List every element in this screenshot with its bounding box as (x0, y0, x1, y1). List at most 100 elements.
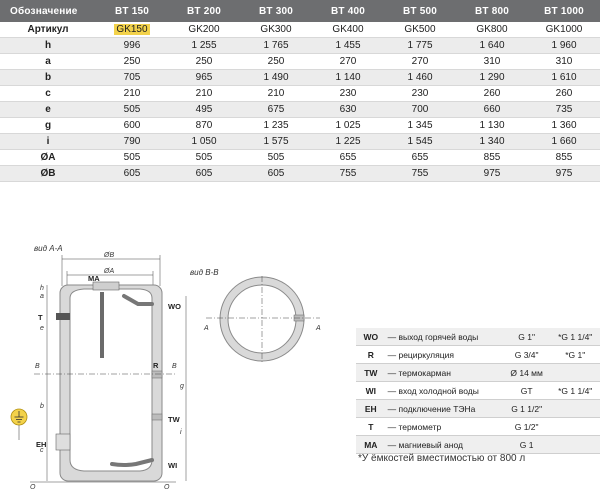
table-cell: 270 (312, 53, 384, 70)
highlighted-article: GK150 (114, 24, 150, 35)
header-model-4: BT 500 (384, 0, 456, 22)
table-cell: 975 (528, 165, 600, 182)
section-bb-drawing: A A (203, 276, 321, 362)
header-model-5: BT 800 (456, 0, 528, 22)
legend-v1: G 1" (502, 328, 551, 346)
table-cell: GK1000 (528, 22, 600, 38)
tank-cutaway-drawing: ØB ØA MA WO T R B B TW EH WI h a e b c g… (10, 252, 187, 490)
tw-port (151, 413, 163, 421)
wo-pipe (122, 294, 154, 306)
table-cell: GK400 (312, 22, 384, 38)
legend-desc: — подключение ТЭНа (385, 399, 503, 418)
dim-oa-label: ØA (103, 268, 114, 275)
table-cell: 735 (528, 101, 600, 118)
table-cell: 210 (96, 85, 168, 102)
dim-a-label: a (40, 293, 44, 300)
table-cell: 600 (96, 117, 168, 134)
sec-b-right-label: B (172, 363, 177, 370)
table-cell: 260 (528, 85, 600, 102)
table-cell: 310 (528, 53, 600, 70)
row-label: g (0, 117, 96, 134)
legend-code: WI (356, 381, 386, 400)
footnote: *У ёмкостей вместимостью от 800 л (358, 453, 526, 464)
table-cell: 1 960 (528, 37, 600, 54)
table-cell: 996 (96, 37, 168, 54)
legend-v2 (550, 417, 600, 436)
header-model-1: BT 200 (168, 0, 240, 22)
legend-desc: — рециркуляция (385, 345, 503, 364)
dim-c-label: c (40, 447, 44, 454)
legend-code: MA (356, 435, 386, 454)
table-cell: 790 (96, 133, 168, 150)
table-cell: 1 130 (456, 117, 528, 134)
header-model-0: BT 150 (96, 0, 168, 22)
table-cell: GK500 (384, 22, 456, 38)
legend-v2 (550, 399, 600, 418)
wo-drawing-label: WO (168, 302, 181, 311)
table-cell: 270 (384, 53, 456, 70)
legend-desc: — вход холодной воды (385, 381, 503, 400)
eh-port (55, 433, 71, 451)
table-cell: 605 (168, 165, 240, 182)
legend-v2 (550, 435, 600, 454)
row-label: c (0, 85, 96, 102)
ma-drawing-label: MA (88, 274, 100, 283)
legend-v1: G 1 1/2" (502, 399, 551, 418)
table-cell: 1 140 (312, 69, 384, 86)
origin-right-label: O (164, 484, 170, 490)
ma-port (92, 281, 120, 291)
table-cell: 1 025 (312, 117, 384, 134)
header-designation: Обозначение (0, 0, 96, 22)
sec-b-left-label: B (35, 363, 40, 370)
sec-a-right-label: A (315, 325, 321, 332)
wi-pipe (110, 458, 154, 467)
legend-v1: GT (502, 381, 551, 400)
r-drawing-label: R (153, 361, 159, 370)
table-cell: 630 (312, 101, 384, 118)
table-cell: 230 (384, 85, 456, 102)
legend-code: T (356, 417, 386, 436)
legend-v1: G 1/2" (502, 417, 551, 436)
eh-drawing-label: EH (36, 440, 46, 449)
table-cell: 260 (456, 85, 528, 102)
table-cell: 605 (96, 165, 168, 182)
table-cell: 655 (312, 149, 384, 166)
thermometer-port (56, 313, 70, 320)
table-cell: 605 (240, 165, 312, 182)
row-label: e (0, 101, 96, 118)
table-cell: 1 345 (384, 117, 456, 134)
table-cell: 505 (240, 149, 312, 166)
row-label: Артикул (0, 22, 96, 38)
table-cell: 210 (168, 85, 240, 102)
table-cell: 1 610 (528, 69, 600, 86)
origin-left-label: O (30, 484, 36, 490)
table-cell: 1 360 (528, 117, 600, 134)
dim-g-label: g (180, 383, 184, 390)
table-cell: 210 (240, 85, 312, 102)
table-cell: 1 775 (384, 37, 456, 54)
table-cell: 965 (168, 69, 240, 86)
legend-v2 (550, 363, 600, 382)
row-label: h (0, 37, 96, 54)
table-cell: 1 255 (168, 37, 240, 54)
table-cell: 870 (168, 117, 240, 134)
legend-code: TW (356, 363, 386, 382)
legend-v2: *G 1" (550, 345, 600, 364)
table-cell: 1 575 (240, 133, 312, 150)
table-cell: GK800 (456, 22, 528, 38)
ground-symbol-icon (10, 408, 28, 440)
table-cell: 250 (240, 53, 312, 70)
